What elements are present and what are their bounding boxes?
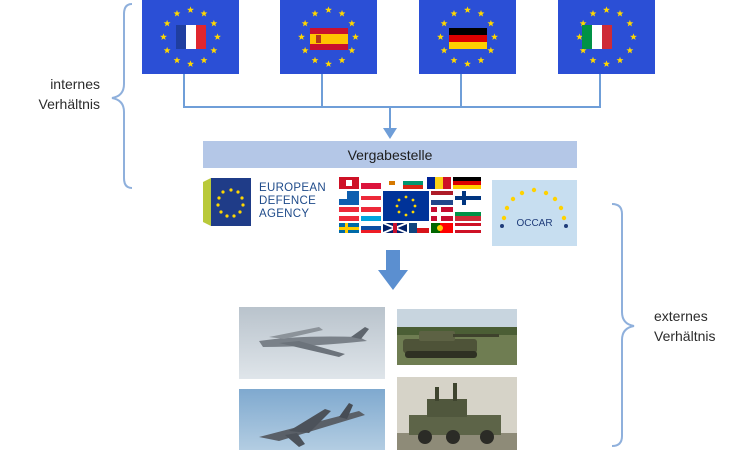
eu-star-icon bbox=[173, 56, 181, 64]
eu-star-icon bbox=[477, 10, 485, 17]
eu-star-icon bbox=[173, 10, 181, 17]
eda-line2: DEFENCE bbox=[259, 195, 317, 207]
eu-member-flags-collage bbox=[337, 176, 483, 234]
eu-flag-spain bbox=[280, 0, 377, 74]
eu-flag-italy bbox=[558, 0, 655, 74]
eu-star-icon bbox=[440, 46, 448, 54]
eu-star-icon bbox=[630, 33, 637, 40]
eu-star-icon bbox=[210, 46, 218, 54]
internal-relationship-label: internes Verhältnis bbox=[30, 74, 100, 114]
eu-star-icon bbox=[487, 19, 495, 27]
eu-flag-germany bbox=[419, 0, 516, 74]
eu-star-icon bbox=[450, 10, 458, 17]
internal-label-line1: internes bbox=[50, 76, 100, 92]
eu-star-icon bbox=[187, 60, 194, 67]
air-defense-vehicle-photo bbox=[397, 377, 517, 450]
eu-star-icon bbox=[603, 60, 610, 67]
eu-star-icon bbox=[348, 19, 356, 27]
eu-star-icon bbox=[338, 10, 346, 17]
eu-star-icon bbox=[352, 33, 359, 40]
eu-star-icon bbox=[187, 6, 194, 13]
internal-label-line2: Verhältnis bbox=[38, 96, 100, 112]
eu-star-icon bbox=[163, 46, 171, 54]
eu-star-icon bbox=[589, 56, 597, 64]
eu-star-icon bbox=[311, 10, 319, 17]
eu-star-icon bbox=[298, 33, 305, 40]
eu-star-icon bbox=[579, 19, 587, 27]
italy-flag-icon bbox=[576, 6, 637, 67]
france-flag-icon bbox=[160, 6, 221, 67]
right-brace bbox=[611, 203, 635, 447]
occar-logo: OCCAR bbox=[492, 180, 577, 246]
external-label-line2: Verhältnis bbox=[654, 328, 716, 344]
eu-star-icon bbox=[576, 33, 583, 40]
eu-flag-france bbox=[142, 0, 239, 74]
external-label-line1: externes bbox=[654, 308, 708, 324]
connector-arrowhead-icon bbox=[383, 128, 397, 139]
eu-star-icon bbox=[214, 33, 221, 40]
eu-star-icon bbox=[477, 56, 485, 64]
connector-down bbox=[389, 106, 391, 134]
eu-star-icon bbox=[348, 46, 356, 54]
germany-flag-icon bbox=[437, 6, 498, 67]
eu-star-icon bbox=[200, 56, 208, 64]
spain-flag-icon bbox=[298, 6, 359, 67]
eu-star-icon bbox=[160, 33, 167, 40]
eda-line1: EUROPEAN bbox=[259, 182, 326, 194]
down-arrow-icon bbox=[378, 250, 408, 290]
external-relationship-label: externes Verhältnis bbox=[654, 306, 715, 346]
drone-photo bbox=[239, 307, 385, 379]
connector-italy bbox=[599, 74, 601, 107]
eu-star-icon bbox=[616, 10, 624, 17]
eu-star-icon bbox=[487, 46, 495, 54]
eda-line3: AGENCY bbox=[259, 208, 310, 220]
eu-star-icon bbox=[579, 46, 587, 54]
eu-star-icon bbox=[626, 19, 634, 27]
left-brace bbox=[111, 3, 133, 189]
eu-star-icon bbox=[311, 56, 319, 64]
eu-star-icon bbox=[437, 33, 444, 40]
eu-star-icon bbox=[616, 56, 624, 64]
tank-photo bbox=[397, 309, 517, 365]
fighter-jet-photo bbox=[239, 389, 385, 450]
eu-star-icon bbox=[325, 60, 332, 67]
connector-spain bbox=[321, 74, 323, 107]
eu-star-icon bbox=[603, 6, 610, 13]
occar-label: OCCAR bbox=[516, 218, 553, 229]
connector-germany bbox=[460, 74, 462, 107]
eu-star-icon bbox=[301, 46, 309, 54]
eu-star-icon bbox=[163, 19, 171, 27]
connector-france bbox=[183, 74, 185, 107]
eu-star-icon bbox=[450, 56, 458, 64]
eu-star-icon bbox=[200, 10, 208, 17]
eda-wordmark: EUROPEAN DEFENCE AGENCY bbox=[259, 182, 326, 221]
eu-star-icon bbox=[464, 60, 471, 67]
vergabestelle-box: Vergabestelle bbox=[203, 141, 577, 168]
eu-star-icon bbox=[589, 10, 597, 17]
eu-star-icon bbox=[338, 56, 346, 64]
connector-horizontal bbox=[183, 106, 601, 108]
eu-star-icon bbox=[626, 46, 634, 54]
eu-star-icon bbox=[440, 19, 448, 27]
eu-star-icon bbox=[464, 6, 471, 13]
eda-emblem-icon bbox=[203, 178, 251, 226]
eu-star-icon bbox=[325, 6, 332, 13]
eu-star-icon bbox=[491, 33, 498, 40]
occar-stars-icon bbox=[500, 187, 568, 228]
eu-star-icon bbox=[301, 19, 309, 27]
eu-star-icon bbox=[210, 19, 218, 27]
eda-logo: EUROPEAN DEFENCE AGENCY bbox=[203, 176, 327, 228]
